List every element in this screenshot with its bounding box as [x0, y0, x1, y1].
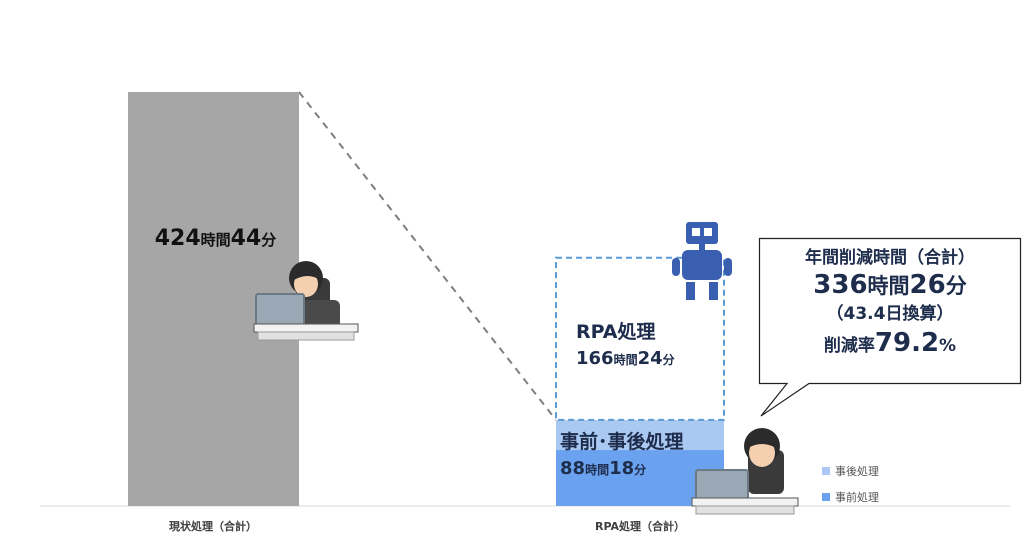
- x-tick-label-current: 現状処理（合計）: [169, 520, 257, 533]
- comparison-dashed-line: [298, 91, 557, 421]
- current-total-label: 424時間44分: [154, 226, 277, 251]
- bar-rpa-post-process: [556, 419, 724, 451]
- callout-hours: 336時間26分: [813, 270, 967, 300]
- legend-item-post: 事後処理: [822, 458, 879, 484]
- legend-swatch-pre: [822, 493, 830, 501]
- x-tick-label-rpa: RPA処理（合計）: [594, 520, 686, 533]
- callout-rate: 削減率79.2%: [823, 328, 957, 358]
- callout-days: （43.4日換算）: [826, 304, 954, 324]
- pre-post-processing-label: 事前･事後処理 88時間18分: [560, 431, 684, 479]
- bar-rpa-robot-process: [555, 256, 725, 421]
- reduction-callout: 年間削減時間（合計） 336時間26分 （43.4日換算） 削減率79.2%: [758, 237, 1022, 417]
- legend-swatch-post: [822, 467, 830, 475]
- rpa-processing-label: RPA処理 166時間24分: [576, 321, 675, 369]
- legend-item-pre: 事前処理: [822, 484, 879, 510]
- callout-title: 年間削減時間（合計）: [805, 248, 975, 268]
- office-worker-happy-icon: [691, 428, 799, 515]
- office-worker-tired-icon: [253, 261, 359, 341]
- legend: 事後処理 事前処理: [822, 458, 879, 510]
- robot-icon: [672, 222, 732, 300]
- callout-bubble: [758, 237, 1022, 417]
